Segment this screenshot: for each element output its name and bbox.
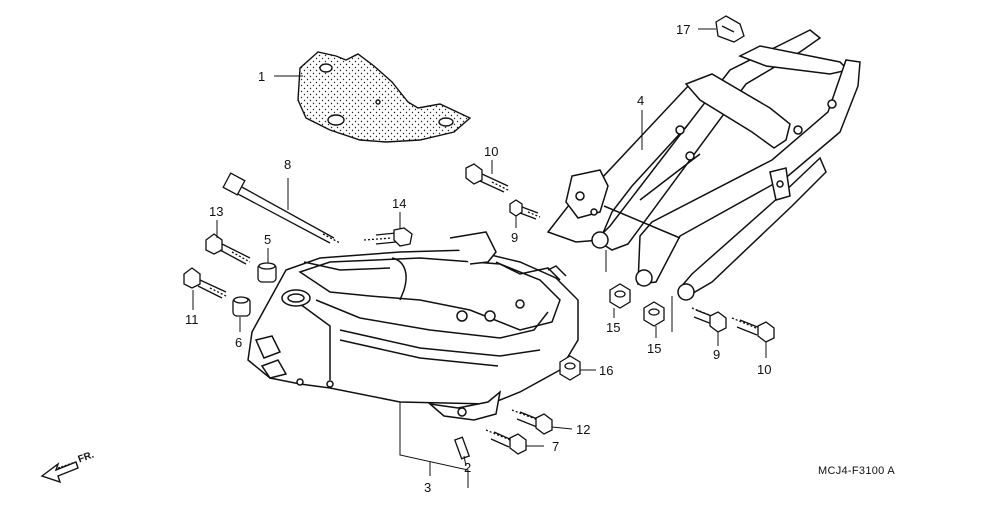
part-label-15b: 15	[647, 341, 662, 356]
part-label-5: 5	[264, 232, 272, 247]
part-label-9b: 9	[713, 347, 721, 362]
part-label-11: 11	[185, 312, 199, 327]
clip-17-shape	[715, 15, 745, 43]
part-label-17: 17	[676, 22, 691, 37]
part-label-10a: 10	[484, 144, 499, 159]
part-label-8: 8	[284, 157, 292, 172]
part-label-6: 6	[235, 335, 243, 350]
front-direction-arrow-icon	[40, 461, 79, 484]
part-label-2: 2	[464, 460, 472, 475]
part-label-7: 7	[552, 439, 560, 454]
part-label-16: 16	[599, 363, 614, 378]
leader-15a	[605, 250, 615, 318]
drawing-code: MCJ4-F3100 A	[818, 465, 895, 477]
heat-guard-plate-shape	[297, 51, 472, 143]
rear-frame-shape	[546, 29, 861, 301]
bolt-7-shape	[485, 429, 527, 455]
part-label-3: 3	[424, 480, 432, 495]
leader-3	[399, 402, 469, 488]
part-label-14: 14	[392, 196, 407, 211]
bolt-12-shape	[511, 409, 553, 435]
engine-hanger-bolt-shape	[222, 172, 341, 244]
collar-6-shape	[232, 296, 251, 317]
part-label-4: 4	[637, 93, 645, 108]
leader-2	[463, 455, 467, 467]
leader-15b	[655, 296, 673, 338]
bolt-14-shape	[363, 227, 413, 247]
part-label-9a: 9	[511, 230, 519, 245]
collar-5-shape	[257, 262, 277, 283]
leader-12	[551, 426, 573, 430]
part-label-15a: 15	[606, 320, 621, 335]
bolt-11-shape	[183, 267, 229, 299]
bolt-9b-shape	[691, 307, 727, 333]
pin-2-shape	[453, 436, 471, 460]
nut-15a-shape	[609, 283, 631, 309]
nut-15b-shape	[643, 301, 665, 327]
bolt-10b-shape	[731, 317, 775, 343]
bolt-13-shape	[205, 233, 251, 265]
part-label-12: 12	[576, 422, 591, 437]
part-label-13: 13	[209, 204, 224, 219]
bolt-9a-shape	[509, 199, 541, 220]
bolt-10a-shape	[465, 163, 511, 193]
nut-16-shape	[559, 355, 581, 381]
part-label-1: 1	[258, 69, 266, 84]
main-frame-shape	[247, 231, 579, 421]
part-label-10b: 10	[757, 362, 772, 377]
